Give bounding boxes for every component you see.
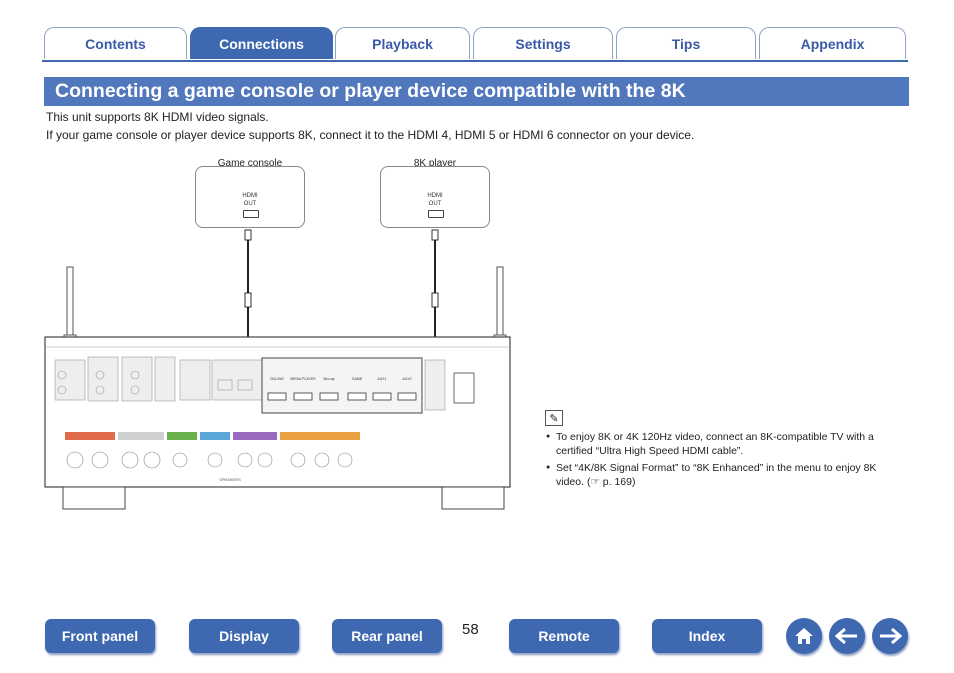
tab-bar: Contents Connections Playback Settings T…	[42, 27, 908, 61]
page-title: Connecting a game console or player devi…	[44, 77, 909, 106]
hdmi-port-label: GAME	[352, 377, 363, 381]
note-item: To enjoy 8K or 4K 120Hz video, connect a…	[546, 430, 906, 458]
hdmi-port-icon	[428, 210, 444, 218]
hand-pointer-icon: ☞	[590, 476, 600, 488]
front-panel-button[interactable]: Front panel	[45, 619, 155, 653]
speaker-terminals	[65, 432, 360, 469]
home-button[interactable]	[786, 618, 822, 654]
tab-label: Connections	[219, 35, 304, 52]
tab-appendix[interactable]: Appendix	[759, 27, 906, 59]
hdmi-port-label: AUX1	[377, 377, 386, 381]
notes-list: To enjoy 8K or 4K 120Hz video, connect a…	[546, 430, 906, 492]
hdmi-port-label: AUX2	[402, 377, 411, 381]
arrow-right-icon	[880, 627, 902, 645]
receiver-rear-panel-diagram: CBL/SAT MEDIA PLAYER Blu-ray GAME AUX1 A…	[44, 229, 511, 510]
hdmi-ports	[267, 392, 417, 401]
display-button[interactable]: Display	[189, 619, 299, 653]
index-button[interactable]: Index	[652, 619, 762, 653]
tab-settings[interactable]: Settings	[473, 27, 613, 59]
forward-button[interactable]	[872, 618, 908, 654]
receiver-foot-left	[62, 486, 126, 510]
pencil-icon: ✎	[545, 410, 563, 426]
intro-line-2: If your game console or player device su…	[46, 128, 695, 142]
game-console-label: Game console	[217, 158, 283, 169]
tab-label: Contents	[85, 35, 146, 52]
8k-player-label: 8K player	[413, 158, 457, 169]
hdmi-monitor-out	[424, 359, 446, 411]
tab-contents[interactable]: Contents	[44, 27, 187, 59]
arrow-left-icon	[835, 627, 857, 645]
remote-button[interactable]: Remote	[509, 619, 619, 653]
hdmi-port-icon	[243, 210, 259, 218]
hdmi-input-panel	[261, 357, 423, 414]
home-icon	[795, 628, 813, 644]
hdmi-port-label: CBL/SAT	[270, 377, 285, 381]
receiver-foot-right	[441, 486, 505, 510]
hdmi-port-label: Blu-ray	[323, 377, 334, 381]
tab-label: Tips	[671, 35, 701, 52]
tab-playback[interactable]: Playback	[335, 27, 470, 59]
tab-connections[interactable]: Connections	[190, 27, 333, 59]
intro-line-1: This unit supports 8K HDMI video signals…	[46, 110, 269, 124]
tab-label: Settings	[515, 35, 571, 52]
note-item: Set “4K/8K Signal Format” to “8K Enhance…	[546, 461, 906, 489]
speakers-label: SPEAKERS	[219, 477, 241, 482]
tab-tips[interactable]: Tips	[616, 27, 756, 59]
page-number: 58	[462, 621, 479, 638]
tab-underline	[42, 60, 908, 62]
tab-label: Playback	[372, 35, 433, 52]
tab-label: Appendix	[800, 35, 865, 52]
ac-inlet	[453, 372, 475, 404]
hdmi-port-label: MEDIA PLAYER	[290, 377, 316, 381]
back-button[interactable]	[829, 618, 865, 654]
analog-jacks	[54, 356, 263, 402]
rear-panel-button[interactable]: Rear panel	[332, 619, 442, 653]
page-ref-link[interactable]: p. 169	[602, 476, 632, 488]
